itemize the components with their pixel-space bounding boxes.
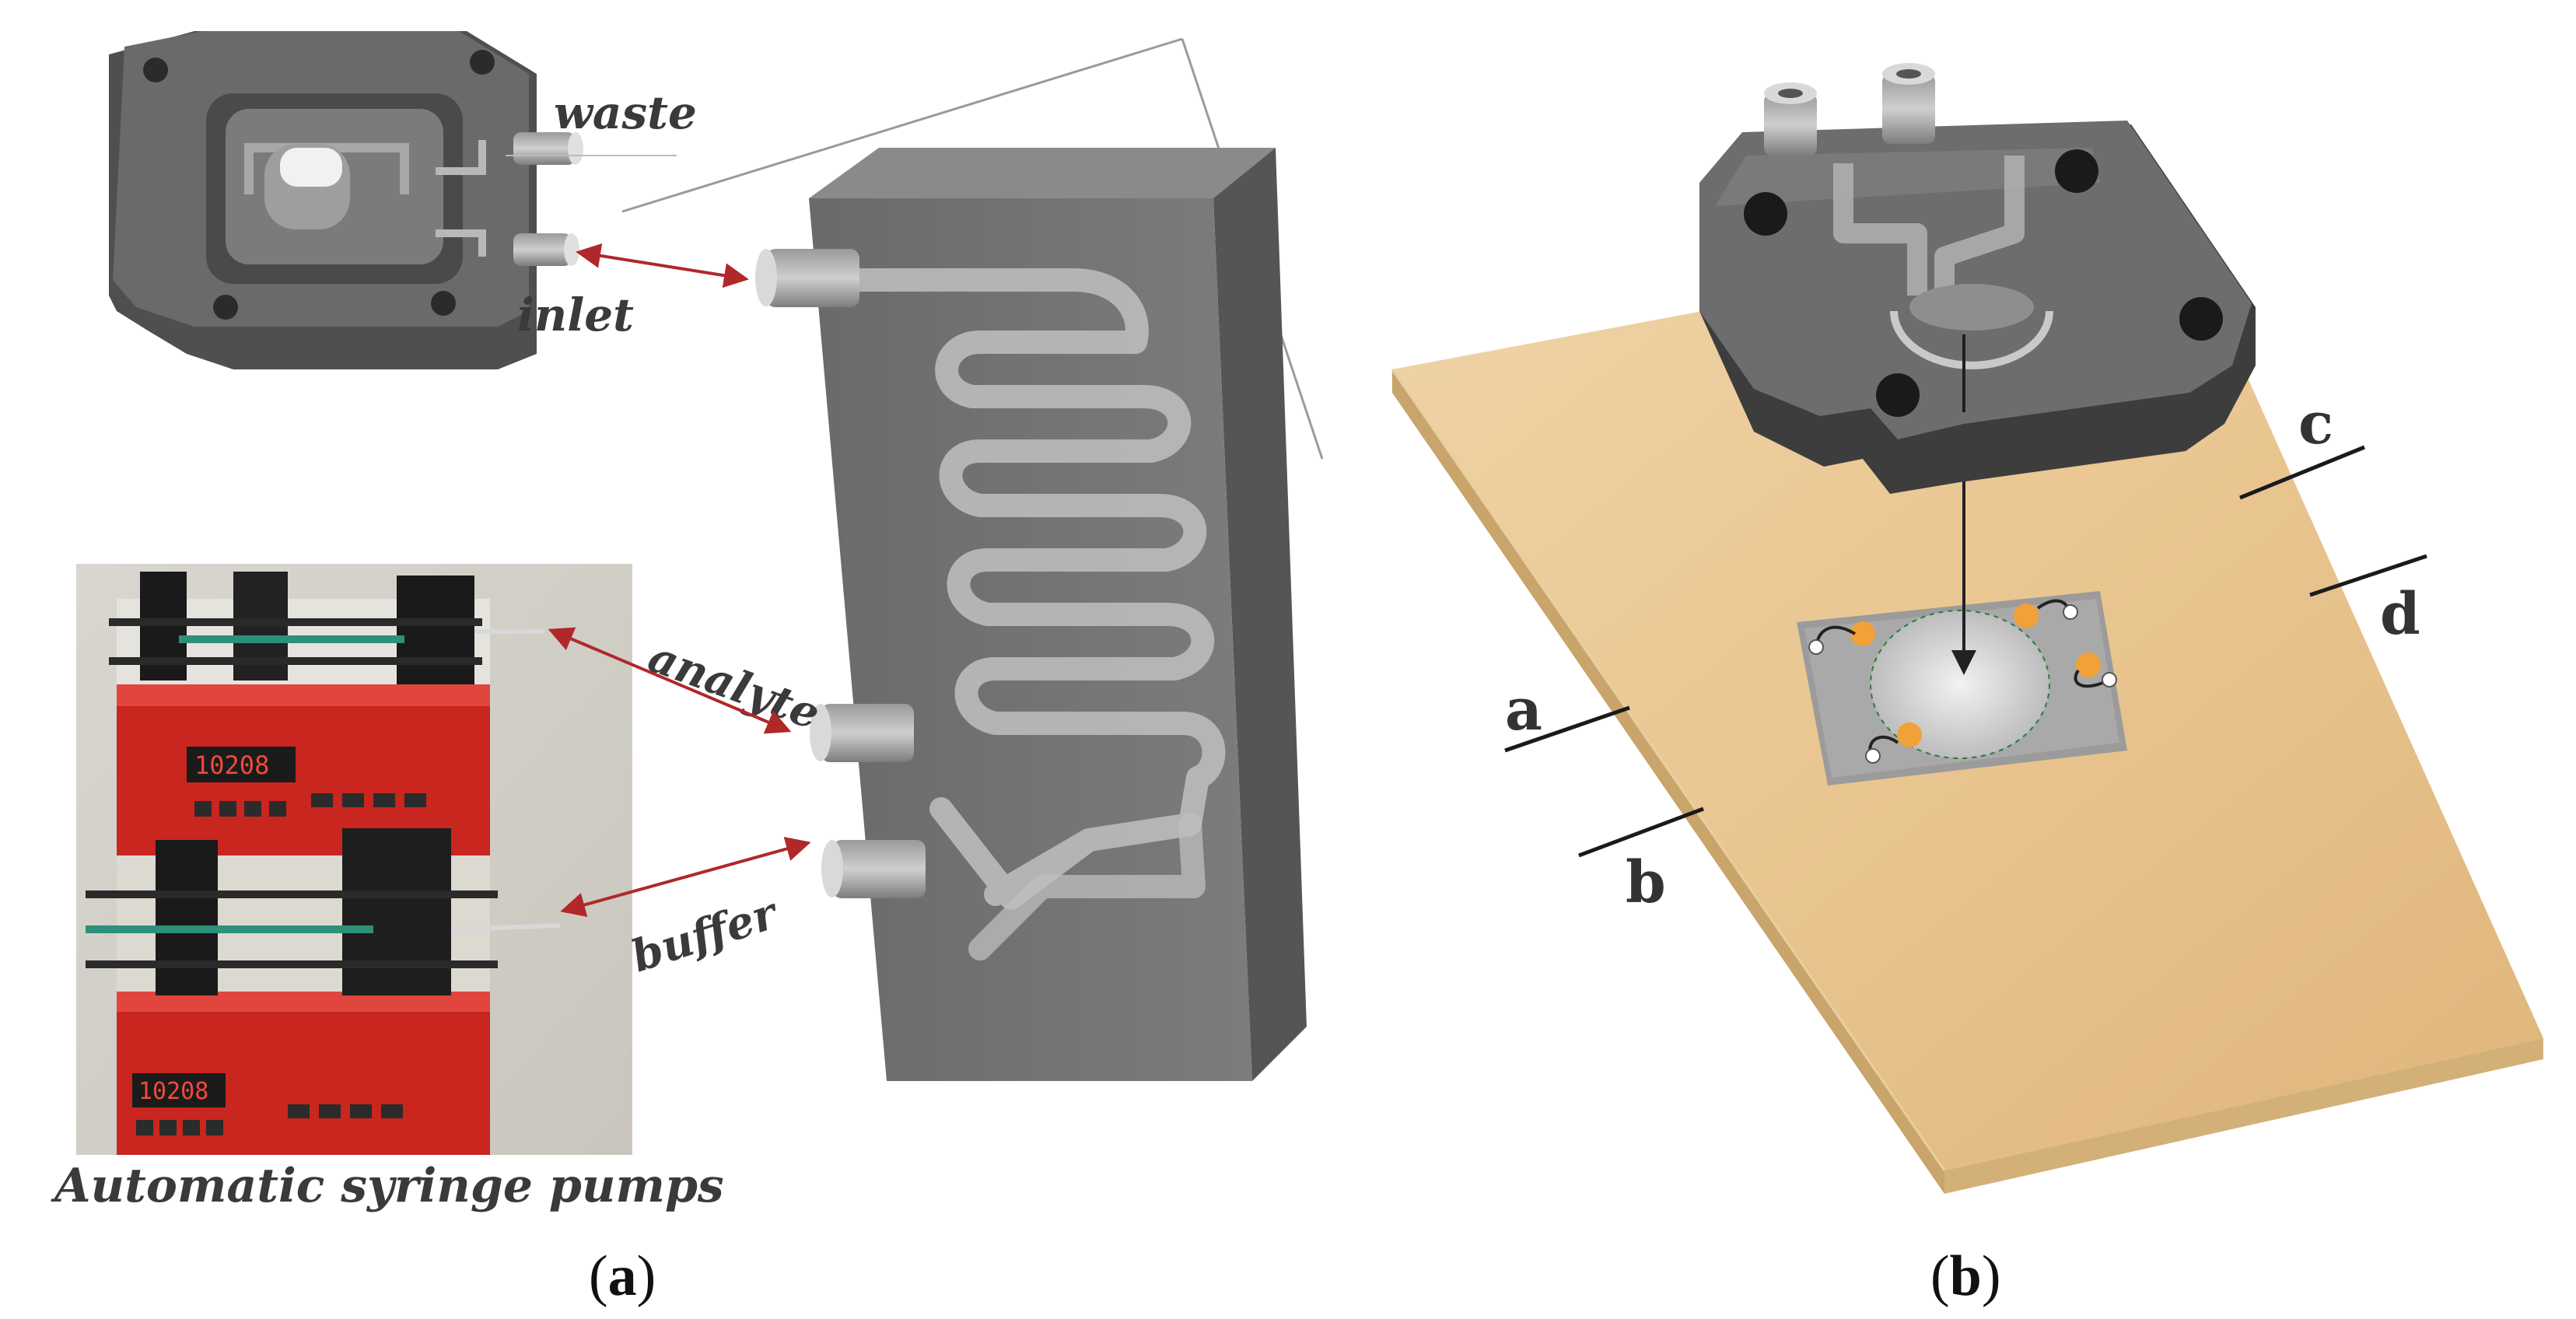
- flow-cell-top-icon: [109, 31, 677, 369]
- buffer-label: buffer: [625, 887, 786, 982]
- analyte-label: analyte: [642, 631, 826, 740]
- svg-text:(a): (a): [589, 1244, 656, 1308]
- sensor-chip: [1797, 591, 2127, 785]
- label-a: a: [1505, 677, 1542, 743]
- waste-label: waste: [554, 86, 697, 139]
- label-c: c: [2298, 390, 2333, 457]
- flow-cell-top-icon: [1699, 63, 2256, 494]
- syringe-pump-photo: 10208 10208: [76, 564, 632, 1155]
- analyte-connection-arrow: [548, 627, 792, 734]
- buffer-connection-arrow: [560, 836, 811, 918]
- serpentine-chip-icon: [755, 148, 1307, 1081]
- leader-lines: [1504, 445, 2427, 858]
- panel-b: a b c d (b): [1391, 63, 2543, 1308]
- electrode-contacts: [1808, 599, 2117, 764]
- svg-text:10208: 10208: [194, 750, 269, 780]
- inlet-connection-arrow: [576, 243, 749, 289]
- label-d: d: [2380, 581, 2420, 648]
- svg-text:(b): (b): [1930, 1244, 2000, 1308]
- caption-b: (b): [1930, 1244, 2000, 1308]
- inlet-label: inlet: [517, 289, 634, 341]
- panel-a: waste inlet 10208: [51, 31, 1324, 1308]
- syringe-pumps-label: Automatic syringe pumps: [51, 1159, 724, 1213]
- svg-text:10208: 10208: [138, 1078, 208, 1105]
- caption-a: (a): [589, 1244, 656, 1308]
- label-b: b: [1626, 849, 1666, 916]
